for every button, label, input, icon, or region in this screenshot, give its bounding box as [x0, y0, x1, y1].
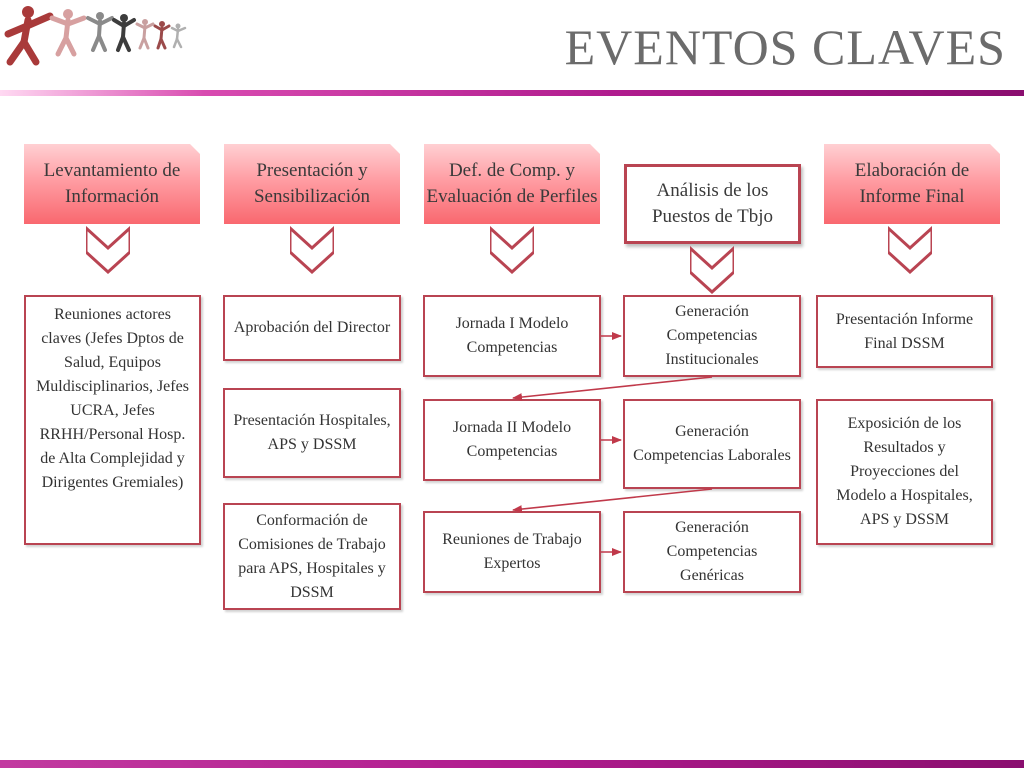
box-gen-laborales: Generación Competencias Laborales	[623, 399, 801, 489]
chevron-down-icon	[888, 226, 932, 274]
page-title: EVENTOS CLAVES	[564, 19, 1006, 75]
box-jornada-1: Jornada I Modelo Competencias	[423, 295, 601, 377]
arrow-institucionales-to-jornada2	[512, 376, 713, 402]
bottom-divider	[0, 760, 1024, 768]
box-presentacion-hospitales: Presentación Hospitales, APS y DSSM	[223, 388, 401, 478]
header-elaboracion-informe: Elaboración de Informe Final	[824, 144, 1000, 224]
chevron-down-icon	[86, 226, 130, 274]
header-analisis-puestos: Análisis de los Puestos de Tbjo	[624, 164, 801, 244]
chevron-down-icon	[490, 226, 534, 274]
header-presentacion: Presentación y Sensibilización	[224, 144, 400, 224]
box-exposicion-resultados: Exposición de los Resultados y Proyeccio…	[816, 399, 993, 545]
header-levantamiento: Levantamiento de Información	[24, 144, 200, 224]
box-conformacion-comisiones: Conformación de Comisiones de Trabajo pa…	[223, 503, 401, 610]
header-def-comp: Def. de Comp. y Evaluación de Perfiles	[424, 144, 600, 224]
box-jornada-2: Jornada II Modelo Competencias	[423, 399, 601, 481]
box-reuniones-actores: Reuniones actores claves (Jefes Dptos de…	[24, 295, 201, 545]
arrow-laborales-to-reuniones	[512, 488, 713, 514]
box-gen-institucionales: Generación Competencias Institucionales	[623, 295, 801, 377]
box-reuniones-expertos: Reuniones de Trabajo Expertos	[423, 511, 601, 593]
top-divider	[0, 90, 1024, 96]
box-aprobacion: Aprobación del Director	[223, 295, 401, 361]
chevron-down-icon	[690, 246, 734, 294]
chevron-down-icon	[290, 226, 334, 274]
box-presentacion-informe: Presentación Informe Final DSSM	[816, 295, 993, 368]
people-logo-icon	[4, 6, 187, 66]
box-gen-genericas: Generación Competencias Genéricas	[623, 511, 801, 593]
